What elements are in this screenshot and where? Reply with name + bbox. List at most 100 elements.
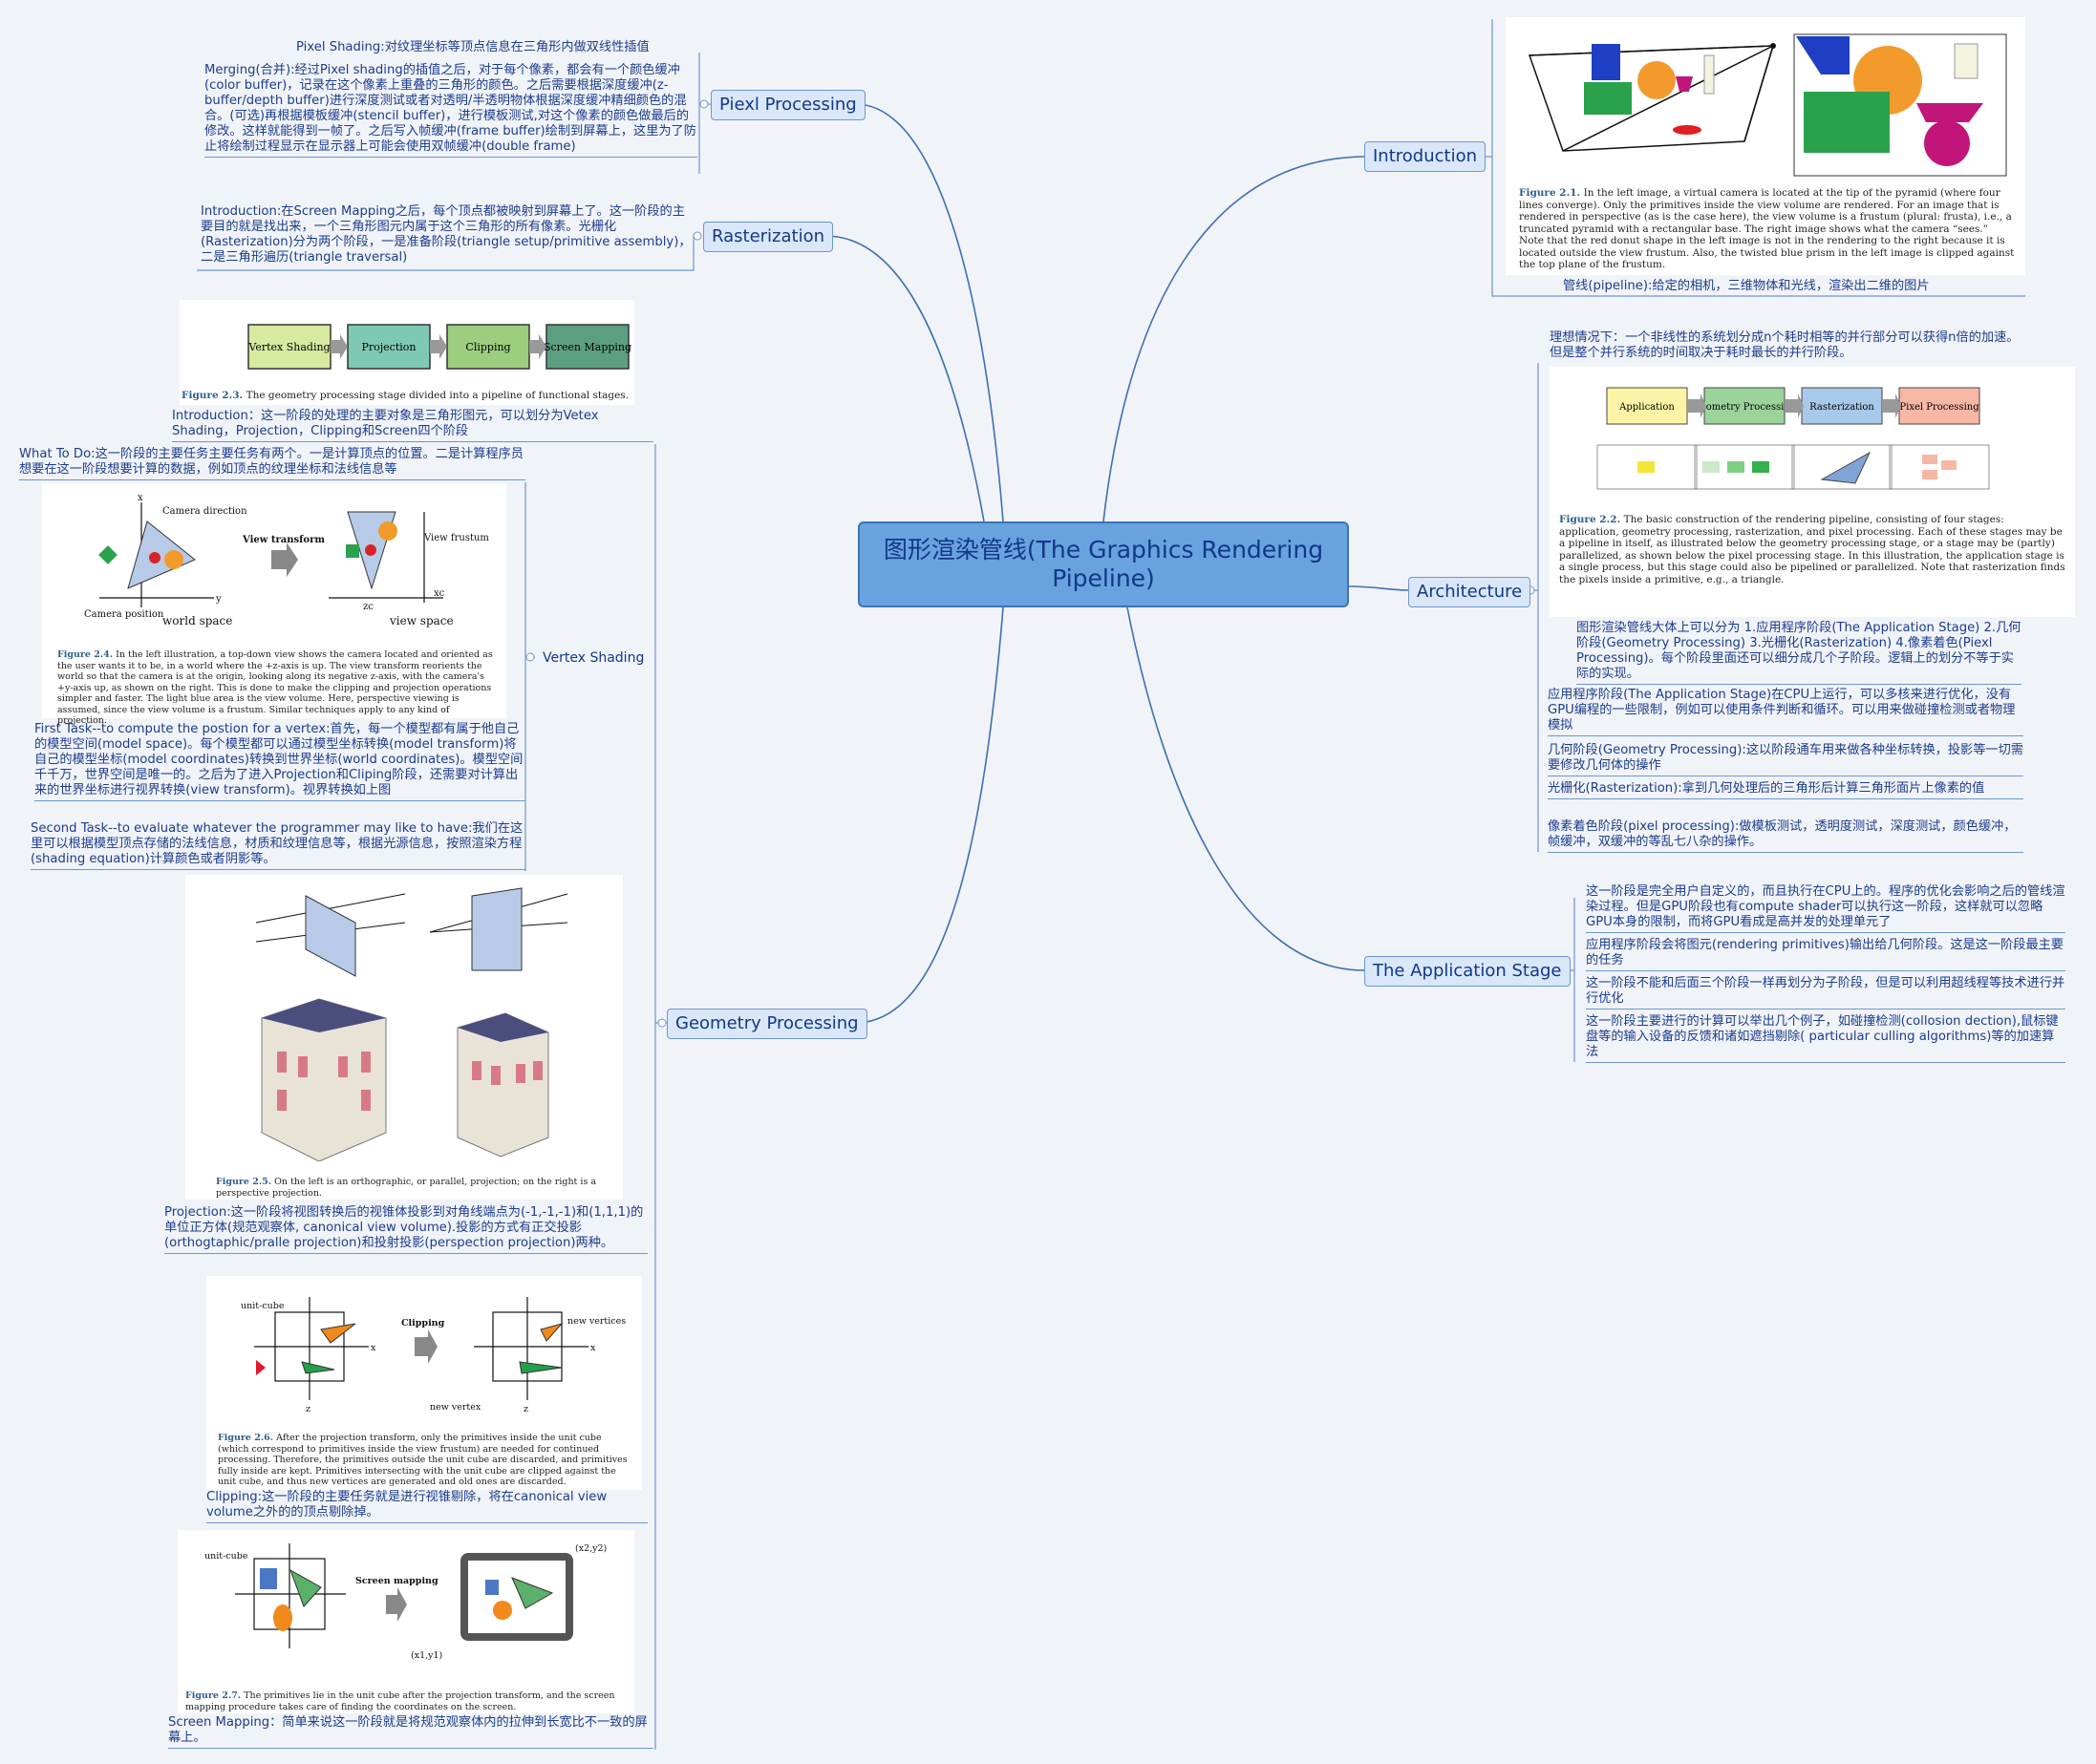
fig27-screen-mapping: Screen mapping <box>355 1576 438 1586</box>
figure-2-4-text: In the left illustration, a top-down vie… <box>57 649 493 726</box>
link-geometry <box>855 606 1004 1024</box>
fig24-axis-xc: xc <box>434 588 445 599</box>
figure-2-3-label: Figure 2.3. <box>182 390 244 401</box>
figure-2-4-label: Figure 2.4. <box>57 649 114 660</box>
stage-label-1: Geometry Processing <box>1693 402 1797 413</box>
figure-2-2-text: The basic construction of the rendering … <box>1559 514 2065 585</box>
figure-2-3: Vertex Shading Projection Clipping Scree… <box>180 300 634 405</box>
figure-2-5-text: On the left is an orthographic, or paral… <box>216 1177 596 1199</box>
architecture-raster-note: 光栅化(Rasterization):拿到几何处理后的三角形后计算三角形面片上像… <box>1548 781 2023 799</box>
stage-label-3: Pixel Processing <box>1899 402 1979 413</box>
fig26-new-vertices: new vertices <box>567 1316 626 1327</box>
geometry-intro-note: Introduction：这一阶段的处理的主要对象是三角形图元，可以划分为Vet… <box>172 409 653 442</box>
fig27-unit-cube: unit-cube <box>204 1551 248 1562</box>
screen-mapping-note: Screen Mapping：简单来说这一阶段就是将规范观察体内的拉伸到长宽比不… <box>168 1715 653 1749</box>
topic-vertex-shading[interactable]: Vertex Shading <box>543 650 645 666</box>
fig23-box-3: Screen Mapping <box>544 341 631 353</box>
figure-2-1-caption: Figure 2.1. In the left image, a virtual… <box>1519 187 2016 271</box>
figure-2-1-illustration <box>1528 33 2007 177</box>
figure-2-2-caption: Figure 2.2. The basic construction of th… <box>1559 514 2065 585</box>
pixel-merging-note: Merging(合并):经过Pixel shading的插值之后，对于每个像素，… <box>204 63 697 158</box>
application-note-4: 这一阶段主要进行的计算可以举出几个例子，如碰撞检测(collosion dect… <box>1586 1014 2065 1063</box>
fig26-axis-x2: x <box>590 1343 596 1353</box>
projection-note: Projection:这一阶段将视图转换后的视锥体投影到对角线端点为(-1,-1… <box>164 1205 648 1254</box>
figure-2-2-illustration: Application Geometry Processing Rasteriz… <box>1596 387 1990 490</box>
topic-application-stage[interactable]: The Application Stage <box>1364 956 1571 987</box>
link-raster <box>825 235 985 522</box>
fig23-box-1: Projection <box>361 341 416 353</box>
root-topic[interactable]: 图形渲染管线(The Graphics Rendering Pipeline) <box>858 521 1349 607</box>
fig24-view-transform: View transform <box>242 535 325 545</box>
figure-2-5-illustration <box>255 887 568 1162</box>
vertex-second-task-note: Second Task--to evaluate whatever the pr… <box>31 821 525 870</box>
architecture-app-note: 应用程序阶段(The Application Stage)在CPU上运行，可以多… <box>1548 688 2023 736</box>
figure-2-6-text: After the projection transform, only the… <box>218 1433 628 1487</box>
figure-2-1-text: In the left image, a virtual camera is l… <box>1519 187 2015 270</box>
figure-2-6-illustration: unit-cube Clipping new vertices new vert… <box>241 1297 626 1414</box>
topic-introduction[interactable]: Introduction <box>1364 141 1486 172</box>
fig27-x1y1: (x1,y1) <box>411 1650 442 1661</box>
fig26-axis-z1: z <box>306 1404 310 1414</box>
figure-2-4: Camera direction View transform View fru… <box>42 483 506 726</box>
fig24-view-space: view space <box>389 614 454 627</box>
stage-label-0: Application <box>1618 402 1675 413</box>
figure-2-1-label: Figure 2.1. <box>1519 187 1581 199</box>
fig24-camera-position: Camera position <box>84 609 164 620</box>
link-pixel <box>855 103 1004 522</box>
fig24-axis-zc: zc <box>363 602 374 612</box>
pixel-shading-note: Pixel Shading:对纹理坐标等顶点信息在三角形内做双线性插值 <box>296 40 650 54</box>
fig24-camera-direction: Camera direction <box>162 506 247 517</box>
fig24-world-space: world space <box>162 614 232 627</box>
figure-2-4-illustration: Camera direction View transform View fru… <box>84 493 489 627</box>
clipping-note: Clipping:这一阶段的主要任务就是进行视锥剔除，将在canonical v… <box>206 1490 648 1523</box>
figure-2-7: unit-cube Screen mapping (x2,y2) (x1,y1)… <box>178 1530 634 1713</box>
fig24-axis-y: y <box>215 594 222 605</box>
topic-pixel-processing[interactable]: Piexl Processing <box>711 90 866 120</box>
figure-2-2-label: Figure 2.2. <box>1559 514 1621 525</box>
link-architecture <box>1348 585 1409 591</box>
vertex-what-to-do-note: What To Do:这一阶段的主要任务主要任务有两个。一是计算顶点的位置。二是… <box>19 447 525 480</box>
link-application <box>1126 606 1365 971</box>
figure-2-1: Figure 2.1. In the left image, a virtual… <box>1506 17 2025 275</box>
architecture-pixel-note: 像素着色阶段(pixel processing):做模板测试，透明度测试，深度测… <box>1548 819 2023 853</box>
introduction-pipeline-note: 管线(pipeline):给定的相机，三维物体和光线，渲染出二维的图片 <box>1563 279 1930 293</box>
topic-architecture[interactable]: Architecture <box>1408 577 1531 607</box>
fig24-axis-x: x <box>138 493 143 503</box>
stage-label-2: Rasterization <box>1809 402 1874 413</box>
topic-geometry-processing[interactable]: Geometry Processing <box>667 1009 867 1039</box>
figure-2-2: Application Geometry Processing Rasteriz… <box>1550 367 2075 617</box>
figure-2-6-caption: Figure 2.6. After the projection transfo… <box>218 1433 634 1488</box>
application-note-3: 这一阶段不能和后面三个阶段一样再划分为子阶段，但是可以利用超线程等技术进行并行优… <box>1586 976 2065 1010</box>
fig26-axis-x1: x <box>371 1343 376 1353</box>
figure-2-7-illustration: unit-cube Screen mapping (x2,y2) (x1,y1) <box>204 1543 607 1661</box>
application-note-2: 应用程序阶段会将图元(rendering primitives)输出给几何阶段。… <box>1586 938 2065 971</box>
figure-2-6-label: Figure 2.6. <box>218 1433 274 1443</box>
fig23-box-0: Vertex Shading <box>247 341 330 353</box>
architecture-geometry-note: 几何阶段(Geometry Processing):这以阶段通车用来做各种坐标转… <box>1548 743 2023 776</box>
figure-2-5-caption: Figure 2.5. On the left is an orthograph… <box>216 1177 608 1199</box>
vertex-first-task-note: First Task--to compute the postion for a… <box>34 722 525 801</box>
figure-2-6: unit-cube Clipping new vertices new vert… <box>206 1276 642 1490</box>
figure-2-7-label: Figure 2.7. <box>185 1690 242 1701</box>
figure-2-3-caption: Figure 2.3. The geometry processing stag… <box>182 390 631 402</box>
figure-2-3-text: The geometry processing stage divided in… <box>246 390 630 401</box>
fig26-new-vertex: new vertex <box>430 1402 481 1413</box>
figure-2-5-label: Figure 2.5. <box>216 1177 272 1187</box>
fig23-box-2: Clipping <box>465 341 510 353</box>
fig26-unit-cube: unit-cube <box>241 1301 285 1311</box>
figure-2-7-text: The primitives lie in the unit cube afte… <box>185 1690 615 1712</box>
rasterization-note: Introduction:在Screen Mapping之后，每个顶点都被映射到… <box>201 204 692 265</box>
fig24-view-frustum: View frustum <box>423 533 489 543</box>
link-introduction <box>1102 156 1367 522</box>
fig26-axis-z2: z <box>524 1404 528 1414</box>
topic-rasterization[interactable]: Rasterization <box>703 222 834 252</box>
architecture-division-note: 图形渲染管线大体上可以分为 1.应用程序阶段(The Application S… <box>1576 621 2021 685</box>
architecture-ideal-note: 理想情况下：一个非线性的系统划分成n个耗时相等的并行部分可以获得n倍的加速。但是… <box>1550 330 2020 360</box>
figure-2-5: Figure 2.5. On the left is an orthograph… <box>185 875 623 1200</box>
figure-2-3-illustration: Vertex Shading Projection Clipping Scree… <box>247 324 631 370</box>
application-note-1: 这一阶段是完全用户自定义的，而且执行在CPU上的。程序的优化会影响之后的管线渲染… <box>1586 884 2065 933</box>
figure-2-4-caption: Figure 2.4. In the left illustration, a … <box>57 649 497 727</box>
figure-2-7-caption: Figure 2.7. The primitives lie in the un… <box>185 1690 627 1712</box>
fig27-x2y2: (x2,y2) <box>575 1543 607 1554</box>
